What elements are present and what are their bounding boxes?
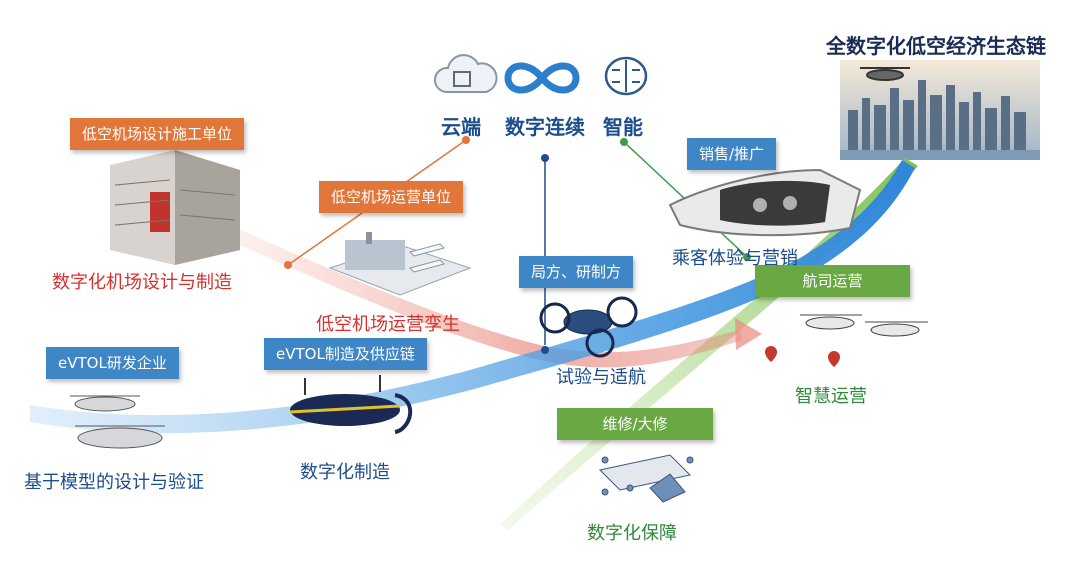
caption-airport-twin: 低空机场运营孪生 bbox=[316, 314, 460, 335]
caption-test: 试验与适航 bbox=[556, 367, 646, 388]
caption-smart-ops: 智慧运营 bbox=[795, 386, 867, 407]
pillar-continuous-label: 数字连续 bbox=[505, 115, 585, 139]
pillar-smart-label: 智能 bbox=[603, 115, 643, 139]
tag-airline-ops: 航司运营 bbox=[755, 265, 910, 297]
tag-evtol-dev: eVTOL研发企业 bbox=[46, 347, 179, 379]
tag-authority: 局方、研制方 bbox=[519, 256, 634, 288]
tag-airport-design-unit: 低空机场设计施工单位 bbox=[70, 118, 245, 150]
location-pin-icon bbox=[765, 346, 840, 367]
tag-mro: 维修/大修 bbox=[557, 408, 713, 440]
terminal-illustration bbox=[328, 232, 472, 296]
cloud-icon bbox=[434, 54, 498, 93]
test-aircraft-illustration bbox=[539, 296, 638, 358]
passenger-cabin-illustration bbox=[668, 168, 862, 237]
brain-icon bbox=[604, 56, 648, 96]
infinity-icon bbox=[504, 62, 580, 94]
maintenance-illustration bbox=[598, 454, 694, 503]
caption-airport-design: 数字化机场设计与制造 bbox=[52, 272, 232, 293]
caption-model-design: 基于模型的设计与验证 bbox=[24, 472, 204, 493]
caption-passenger: 乘客体验与营销 bbox=[672, 248, 798, 269]
tag-airport-ops-unit: 低空机场运营单位 bbox=[319, 181, 464, 213]
city-skyline-illustration bbox=[840, 60, 1040, 160]
pillar-cloud-label: 云端 bbox=[441, 115, 481, 139]
caption-digital-mfg: 数字化制造 bbox=[300, 462, 390, 483]
caption-digital-support: 数字化保障 bbox=[587, 523, 677, 544]
design-evtol-illustration bbox=[70, 395, 165, 449]
tag-sales: 销售/推广 bbox=[687, 138, 777, 170]
tag-evtol-mfg: eVTOL制造及供应链 bbox=[264, 338, 427, 370]
evtol-aircraft-illustration bbox=[289, 375, 413, 434]
smart-ops-drones-illustration bbox=[800, 314, 928, 337]
headline: 全数字化低空经济生态链 bbox=[826, 34, 1046, 58]
airport-building-illustration bbox=[110, 150, 240, 265]
